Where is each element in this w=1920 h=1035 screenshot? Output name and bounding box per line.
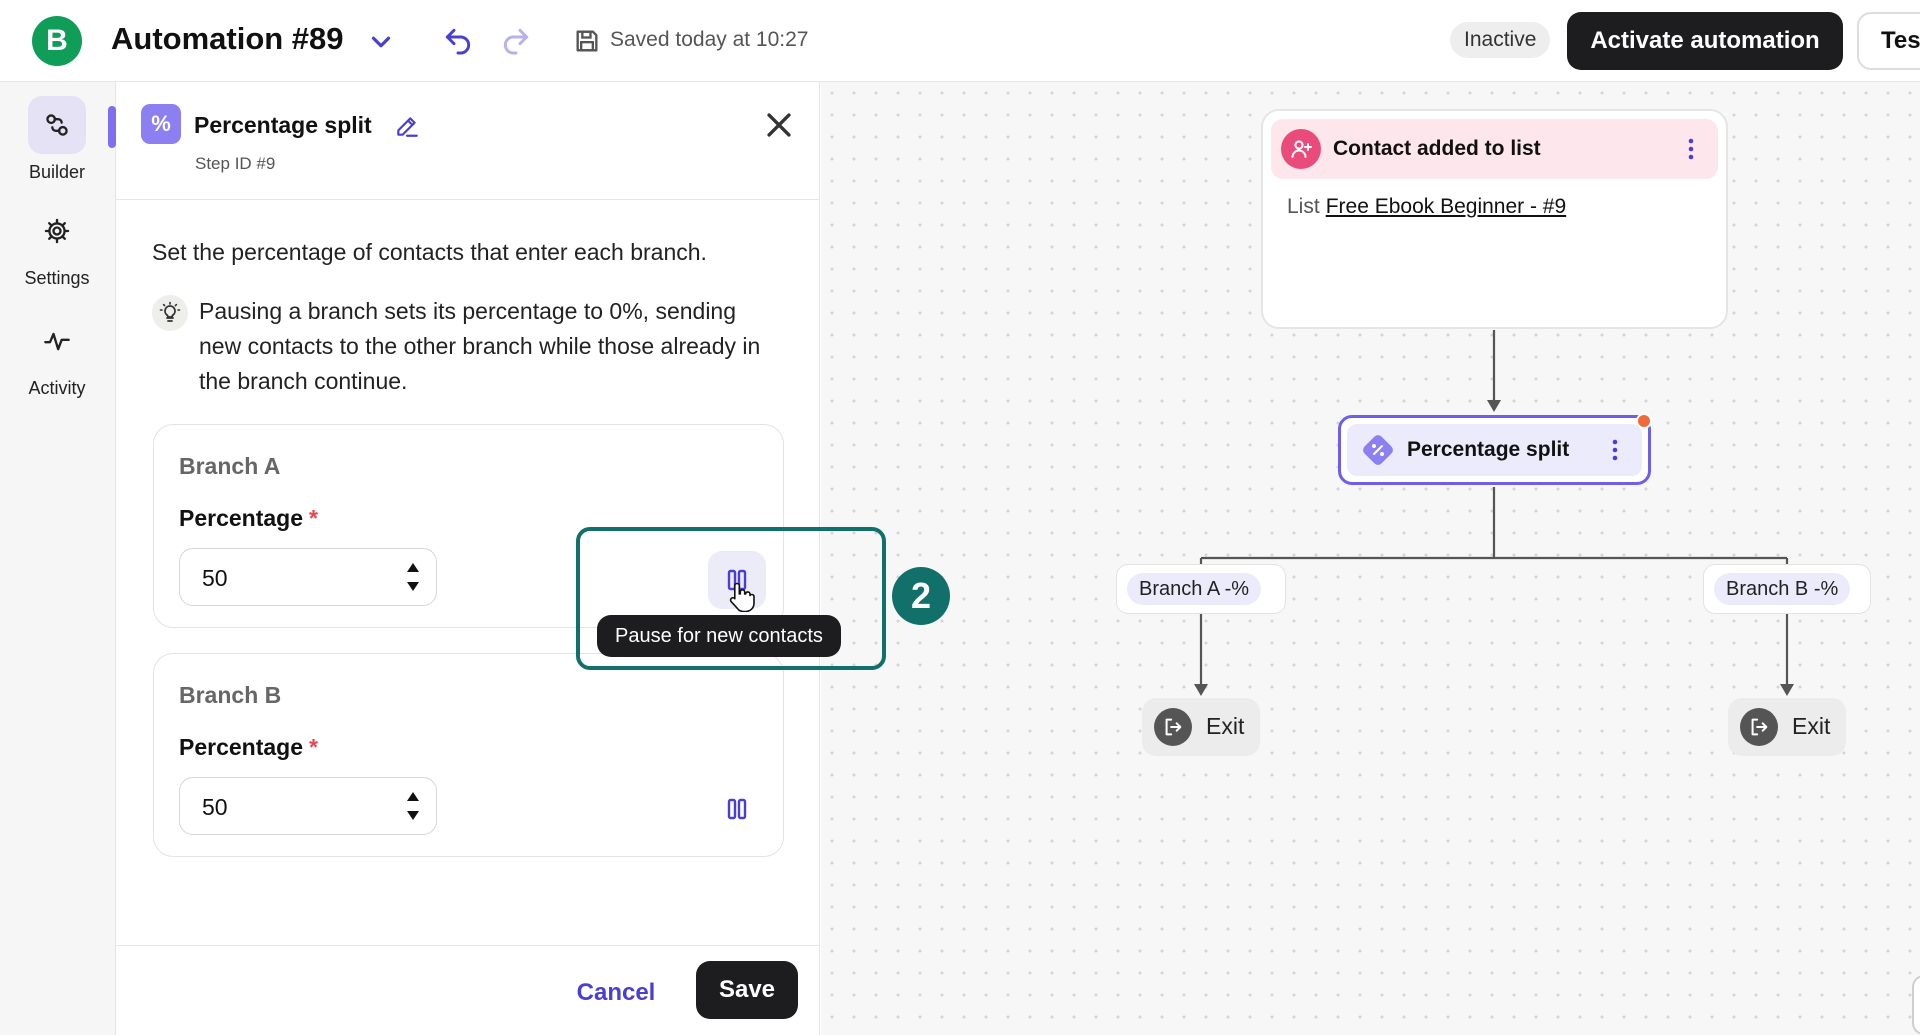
builder-icon [28,96,86,154]
branch-b-name: Branch B [179,682,282,708]
pause-icon [727,798,747,820]
percentage-split-node[interactable]: Percentage split [1338,415,1651,485]
branch-a-exit-node[interactable]: Exit [1142,698,1260,756]
cancel-button[interactable]: Cancel [566,968,666,1018]
step-settings-panel: % Percentage split Step ID #9 Set the pe… [116,82,820,1035]
hand-cursor-icon [729,582,755,612]
branch-b-node-label: Branch B -% [1714,573,1851,605]
arrowhead-branch-a [1194,684,1208,696]
number-stepper-icon[interactable] [404,557,422,597]
nav-item-builder[interactable]: Builder [0,96,114,183]
panel-description: Set the percentage of contacts that ente… [152,239,707,265]
undo-icon[interactable] [442,25,474,57]
pencil-icon[interactable] [394,113,420,139]
branch-a-percentage-input[interactable]: 50 [179,548,437,606]
branch-b-percentage-value[interactable]: 50 [202,794,228,820]
connector-split-to-branches [1199,487,1789,564]
branch-b-exit-node[interactable]: Exit [1728,698,1846,756]
brevo-logo[interactable]: B [32,16,82,66]
test-button[interactable]: Tes [1857,12,1920,70]
branch-a-node-label: Branch A -% [1127,573,1262,605]
nav-label-activity: Activity [28,378,86,398]
branch-b-card: Branch B Percentage* 50 [153,653,784,857]
nav-active-indicator [108,106,116,148]
left-navigation: Builder Settings Activity [0,82,116,1035]
percentage-split-node-inner: Percentage split [1347,424,1642,476]
arrowhead-branch-b [1780,684,1794,696]
required-marker: * [309,734,318,760]
lightbulb-icon [152,295,188,331]
activate-automation-button[interactable]: Activate automation [1567,12,1843,70]
chevron-down-icon[interactable] [366,27,396,57]
percentage-icon: % [141,104,181,144]
trigger-node-header: Contact added to list [1271,119,1718,179]
branch-b-pause-button[interactable] [708,780,766,838]
nav-label-builder: Builder [28,162,86,182]
activity-icon [28,312,86,370]
save-button[interactable]: Save [696,961,798,1019]
saved-status-text: Saved today at 10:27 [610,28,809,51]
field-label-text: Percentage [179,505,304,531]
branch-b-percentage-label: Percentage* [179,734,318,761]
pause-icon [727,569,747,591]
arrowhead-trigger-to-split [1487,400,1501,412]
trigger-node-title: Contact added to list [1333,137,1541,160]
redo-icon[interactable] [500,25,532,57]
unsaved-changes-dot [1636,413,1652,429]
logo-letter: B [46,24,68,57]
more-options-icon[interactable] [1610,438,1620,462]
nav-item-activity[interactable]: Activity [0,312,114,399]
nav-item-settings[interactable]: Settings [0,202,114,289]
exit-label: Exit [1792,713,1831,739]
automation-title[interactable]: Automation #89 [111,21,344,56]
step-id: Step ID #9 [195,154,276,173]
percentage-glyph: % [151,111,171,136]
trigger-list-prefix: List [1287,195,1320,218]
top-bar: B Automation #89 Saved today at 10:27 In… [0,0,1920,82]
tutorial-highlight-box [576,527,886,670]
branch-a-node[interactable]: Branch A -% [1116,564,1286,614]
branch-a-name: Branch A [179,453,281,479]
floppy-disk-icon [576,30,598,52]
exit-label: Exit [1206,713,1245,739]
branch-a-percentage-value[interactable]: 50 [202,565,228,591]
branch-a-pause-button[interactable] [708,551,766,609]
close-icon[interactable] [762,108,796,142]
required-marker: * [309,505,318,531]
nav-label-settings: Settings [24,268,90,288]
status-badge: Inactive [1450,22,1551,58]
branch-a-percentage-label: Percentage* [179,505,318,532]
pause-tip-text: Pausing a branch sets its percentage to … [199,298,761,394]
branch-b-percentage-input[interactable]: 50 [179,777,437,835]
trigger-list-link[interactable]: Free Ebook Beginner - #9 [1325,195,1567,218]
pause-tooltip: Pause for new contacts [597,615,841,657]
percentage-split-node-title: Percentage split [1407,438,1570,461]
exit-icon [1154,708,1192,746]
panel-header: % Percentage split Step ID #9 [116,82,820,200]
add-contact-icon [1281,129,1321,169]
percentage-icon [1363,435,1393,465]
branch-b-node[interactable]: Branch B -% [1703,564,1871,614]
panel-footer: Cancel Save [116,945,820,1035]
exit-icon [1740,708,1778,746]
field-label-text: Percentage [179,734,304,760]
canvas-edge-handle[interactable] [1912,975,1920,1035]
number-stepper-icon[interactable] [404,786,422,826]
tutorial-step-badge: 2 [892,567,950,625]
more-options-icon[interactable] [1686,137,1696,161]
panel-title: Percentage split [194,112,372,138]
branch-a-card: Branch A Percentage* 50 [153,424,784,628]
gear-icon [28,202,86,260]
